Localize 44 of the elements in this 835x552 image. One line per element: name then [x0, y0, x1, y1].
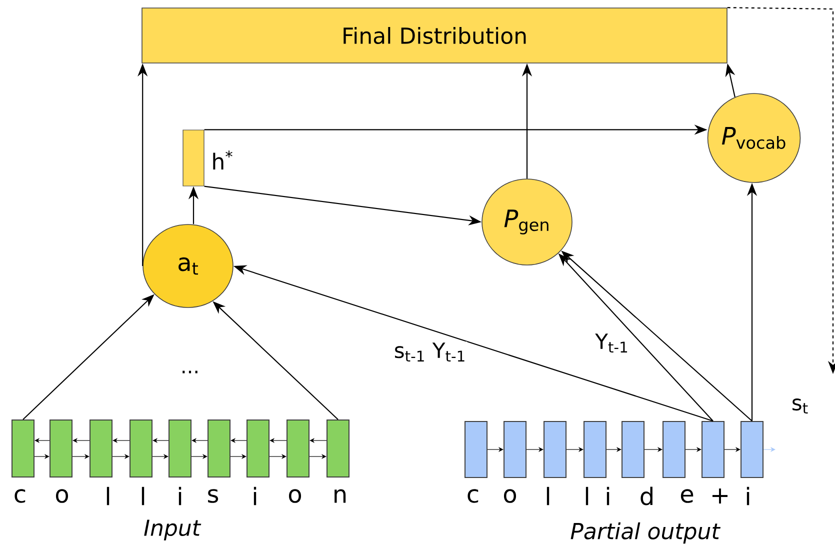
encoder-cell: [90, 420, 112, 478]
encoder-cell: [130, 420, 152, 478]
letter-label: o: [504, 489, 516, 503]
context-vector-bar: [182, 130, 204, 186]
decoder-cell: [504, 421, 526, 478]
letter-label: i: [746, 486, 750, 506]
letter-label: n: [334, 489, 346, 503]
letter-label: +: [712, 488, 728, 504]
letter-label: l: [546, 486, 550, 506]
decoder-cell: [584, 421, 606, 478]
encoder-cell: [12, 420, 34, 478]
edge-label: Y$_{t-1}$: [594, 332, 630, 354]
letter-label: l: [586, 486, 588, 506]
letter-label: i: [178, 486, 182, 506]
letter-label: i: [254, 486, 256, 506]
decoder-cell: [740, 421, 764, 478]
decoder-cell: [544, 421, 566, 478]
decoder-cell: [622, 421, 644, 478]
encoder-cell: [50, 420, 72, 478]
letter-label: i: [606, 486, 610, 506]
encoder-cell: [208, 420, 230, 478]
caption: Partial output: [570, 522, 721, 544]
distribution-box: Final Distribution: [142, 8, 728, 64]
letter-label: e: [680, 489, 694, 503]
letter-label: o: [56, 489, 68, 503]
edge-label: s$_{t}$: [790, 398, 810, 414]
letter-label: c: [14, 489, 26, 503]
decoder-cell: [662, 421, 686, 478]
encoder-cell: [168, 420, 192, 478]
letter-label: d: [640, 486, 652, 506]
letter-label: o: [288, 489, 302, 503]
encoder-cell: [246, 420, 270, 478]
edge-label: s$_{t-1}$ Y$_{t-1}$: [392, 342, 468, 362]
letter-label: l: [106, 486, 110, 506]
ellipsis: ...: [182, 370, 198, 374]
encoder-cell: [326, 420, 350, 478]
decoder-cell: [464, 421, 488, 478]
decoder-cell: [702, 421, 724, 478]
letter-label: s: [208, 489, 218, 503]
caption: Input: [144, 520, 202, 540]
vector-label: h$^{*}$: [213, 150, 232, 170]
letter-label: l: [142, 486, 144, 506]
letter-label: c: [468, 489, 478, 503]
encoder-cell: [286, 420, 310, 478]
